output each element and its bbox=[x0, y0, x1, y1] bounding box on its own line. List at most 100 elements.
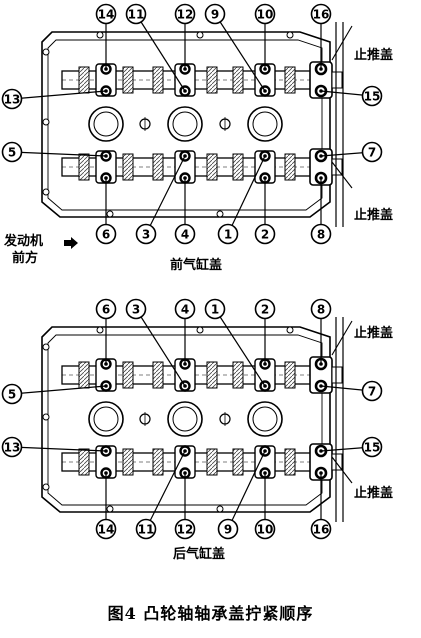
svg-text:10: 10 bbox=[257, 522, 274, 536]
rear-head-title: 后气缸盖 bbox=[173, 547, 226, 562]
cam-lobe bbox=[122, 448, 134, 476]
bolt-callout: 9 bbox=[204, 3, 267, 93]
border-bolt-hole bbox=[42, 48, 50, 56]
border-bolt-hole bbox=[96, 326, 104, 334]
cam-lobe bbox=[122, 153, 134, 181]
svg-text:4: 4 bbox=[181, 302, 189, 316]
cam-lobe bbox=[122, 66, 134, 94]
bolt-callout: 11 bbox=[125, 3, 187, 93]
cam-lobe bbox=[152, 66, 164, 94]
border-bolt-hole bbox=[106, 210, 114, 218]
cam-lobe bbox=[206, 448, 218, 476]
bolt-callout: 16 bbox=[310, 3, 332, 71]
bolt-callout: 13 bbox=[1, 436, 108, 458]
cam-lobe bbox=[284, 66, 296, 94]
cam-lobe bbox=[206, 361, 218, 389]
camshaft-end bbox=[331, 71, 343, 89]
cam-lobe bbox=[78, 66, 90, 94]
svg-text:5: 5 bbox=[8, 387, 16, 401]
svg-text:7: 7 bbox=[368, 145, 376, 159]
bolt-callout: 2 bbox=[254, 176, 276, 245]
bolt-callout: 5 bbox=[1, 383, 108, 405]
border-bolt-hole bbox=[42, 343, 50, 351]
svg-text:11: 11 bbox=[128, 7, 145, 21]
bolt-callout: 13 bbox=[1, 88, 108, 110]
svg-text:3: 3 bbox=[142, 227, 150, 241]
bolt-callout: 3 bbox=[135, 154, 187, 245]
svg-text:13: 13 bbox=[4, 440, 21, 454]
camshaft-end bbox=[331, 158, 343, 176]
border-bolt-hole bbox=[286, 326, 294, 334]
engine-front-label-line2: 前方 bbox=[12, 251, 39, 266]
thrust-cap-leader bbox=[331, 161, 353, 189]
front-head-title: 前气缸盖 bbox=[170, 258, 223, 273]
svg-text:6: 6 bbox=[102, 302, 110, 316]
bolt-callout: 8 bbox=[310, 298, 332, 366]
svg-text:8: 8 bbox=[317, 302, 325, 316]
svg-text:1: 1 bbox=[224, 227, 232, 241]
engine-front-label-line1: 发动机 bbox=[4, 234, 44, 249]
svg-text:9: 9 bbox=[224, 522, 232, 536]
bolt-callout: 12 bbox=[174, 471, 196, 540]
svg-text:16: 16 bbox=[313, 7, 330, 21]
bolt-callout: 3 bbox=[125, 298, 187, 388]
cam-lobe bbox=[152, 448, 164, 476]
svg-text:10: 10 bbox=[257, 7, 274, 21]
head-outline bbox=[41, 31, 331, 218]
cam-lobe bbox=[152, 361, 164, 389]
bolt-callout: 7 bbox=[319, 141, 383, 163]
camshaft-end bbox=[331, 366, 343, 384]
bolt-callout: 10 bbox=[254, 471, 276, 540]
bolt-callout: 1 bbox=[217, 154, 267, 245]
front-thrust-cap-top-label: 止推盖 bbox=[354, 48, 394, 63]
head-inner-outline bbox=[47, 39, 323, 211]
bolt-callout: 11 bbox=[135, 449, 187, 540]
bolt-callout: 2 bbox=[254, 298, 276, 366]
border-bolt-hole bbox=[216, 505, 224, 513]
border-bolt-hole bbox=[106, 505, 114, 513]
border-bolt-hole bbox=[42, 188, 50, 196]
bolt-callout: 10 bbox=[254, 3, 276, 71]
border-bolt-hole bbox=[42, 483, 50, 491]
border-bolt-hole bbox=[196, 326, 204, 334]
svg-text:15: 15 bbox=[364, 440, 381, 454]
cam-lobe bbox=[78, 153, 90, 181]
svg-text:13: 13 bbox=[4, 92, 21, 106]
rear-thrust-cap-bottom-label: 止推盖 bbox=[354, 486, 394, 501]
head-inner-outline bbox=[47, 334, 323, 506]
svg-text:1: 1 bbox=[211, 302, 219, 316]
cam-lobe bbox=[232, 361, 244, 389]
border-bolt-hole bbox=[216, 210, 224, 218]
svg-text:2: 2 bbox=[261, 227, 269, 241]
border-bolt-hole bbox=[96, 31, 104, 39]
border-bolt-hole bbox=[42, 118, 50, 126]
svg-text:14: 14 bbox=[98, 522, 115, 536]
head-outline bbox=[41, 326, 331, 513]
cam-lobe bbox=[152, 153, 164, 181]
svg-text:11: 11 bbox=[138, 522, 155, 536]
bolt-callout: 6 bbox=[95, 298, 117, 366]
svg-text:16: 16 bbox=[313, 522, 330, 536]
cam-lobe bbox=[78, 361, 90, 389]
svg-text:4: 4 bbox=[181, 227, 189, 241]
bolt-callout: 6 bbox=[95, 176, 117, 245]
cam-lobe bbox=[232, 448, 244, 476]
rear-thrust-cap-top-label: 止推盖 bbox=[354, 326, 394, 341]
bolt-callout: 14 bbox=[95, 471, 117, 540]
bolt-callout: 1 bbox=[204, 298, 267, 388]
cam-lobe bbox=[284, 153, 296, 181]
bolt-callout: 16 bbox=[310, 471, 332, 540]
thrust-cap-leader bbox=[331, 25, 353, 61]
thrust-cap-leader bbox=[331, 456, 353, 484]
cam-lobe bbox=[206, 66, 218, 94]
svg-text:7: 7 bbox=[368, 384, 376, 398]
svg-text:12: 12 bbox=[177, 522, 194, 536]
svg-text:3: 3 bbox=[132, 302, 140, 316]
bolt-callout: 5 bbox=[1, 141, 108, 163]
thrust-cap-leader bbox=[331, 320, 353, 356]
svg-text:2: 2 bbox=[261, 302, 269, 316]
svg-text:8: 8 bbox=[317, 227, 325, 241]
figure-caption: 图4 凸轮轴轴承盖拧紧顺序 bbox=[107, 604, 314, 623]
